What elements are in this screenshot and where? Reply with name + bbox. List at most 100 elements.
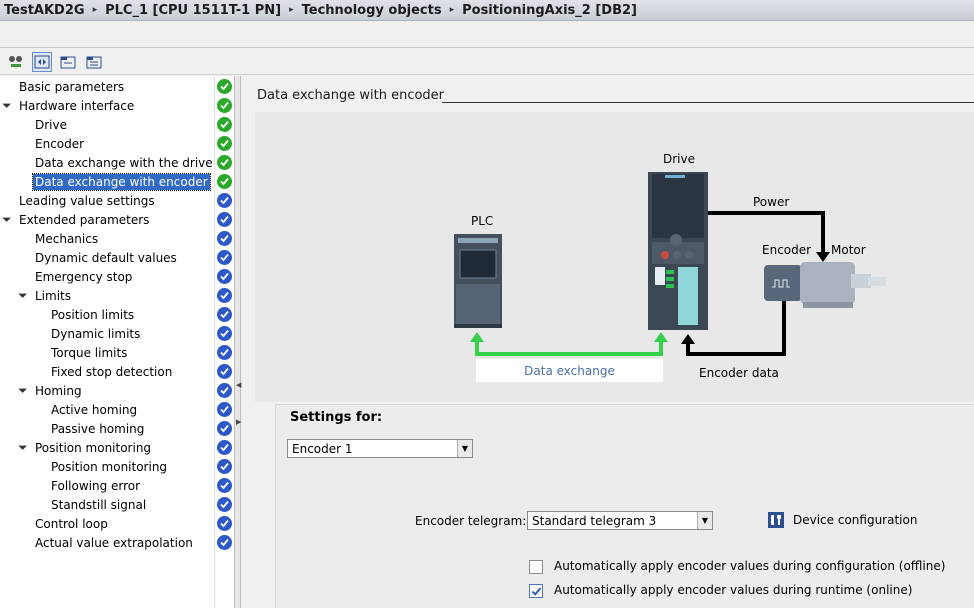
tree-item[interactable]: Basic parameters: [0, 77, 214, 96]
pane-splitter[interactable]: ◀ ▶: [234, 76, 241, 608]
breadcrumb-separator-icon: ▸: [449, 5, 455, 15]
drive-device-icon: [648, 172, 708, 330]
encoder-label: Encoder: [762, 243, 812, 257]
breadcrumb-item[interactable]: PLC_1 [CPU 1511T-1 PN]: [105, 2, 282, 18]
tree-item[interactable]: Leading value settings: [0, 191, 214, 210]
settings-title: Settings for:: [290, 410, 383, 425]
expand-triangle-icon[interactable]: ◢: [17, 287, 29, 299]
tree-item[interactable]: Standstill signal: [0, 495, 214, 514]
tree-item-label: Torque limits: [51, 345, 128, 360]
tree-item-label: Mechanics: [35, 231, 99, 246]
settings-panel: Settings for: Encoder 1 ▼ Encoder telegr…: [275, 404, 974, 608]
encoder-data-label: Encoder data: [699, 366, 779, 380]
breadcrumb-item[interactable]: TestAKD2G: [4, 2, 85, 18]
status-ok-icon: [217, 250, 232, 265]
expand-triangle-icon[interactable]: ◢: [17, 382, 29, 394]
tree-item[interactable]: Dynamic limits: [0, 324, 214, 343]
main-content: Data exchange with encoder: [242, 76, 974, 608]
tree-item-label: Data exchange with encoder: [32, 172, 211, 191]
tree-item[interactable]: ◢ Extended parameters: [0, 210, 214, 229]
tree-item-label: Dynamic limits: [51, 326, 141, 341]
encoder-diagram: PLC Drive Power Encoder Motor Data excha…: [255, 112, 974, 402]
tree-item-label: Hardware interface: [19, 98, 135, 113]
tree-item[interactable]: ◢ Homing: [0, 381, 214, 400]
expand-triangle-icon[interactable]: ◢: [1, 211, 13, 223]
toolbar-empty-area: [0, 21, 974, 48]
telegram-label: Encoder telegram:: [415, 514, 527, 528]
status-ok-icon: [217, 155, 232, 170]
breadcrumb-separator-icon: ▸: [289, 5, 294, 15]
tree-item[interactable]: Data exchange with encoder: [0, 172, 214, 191]
auto-apply-runtime-checkbox[interactable]: [529, 584, 543, 598]
status-ok-icon: [217, 288, 232, 303]
telegram-select-value: Standard telegram 3: [532, 513, 657, 528]
tree-item[interactable]: Position monitoring: [0, 457, 214, 476]
tree-item[interactable]: Mechanics: [0, 229, 214, 248]
tree-item-label: Drive: [35, 117, 67, 132]
chevron-down-icon[interactable]: ▼: [697, 512, 712, 529]
tree-item[interactable]: Control loop: [0, 514, 214, 533]
tree-item-label: Actual value extrapolation: [35, 535, 193, 550]
plc-label: PLC: [471, 214, 494, 228]
device-configuration-button[interactable]: Device configuration: [767, 511, 917, 529]
expand-triangle-icon[interactable]: ◢: [17, 439, 29, 451]
tree-item[interactable]: ◢Position monitoring: [0, 438, 214, 457]
status-ok-icon: [217, 383, 232, 398]
tree-item[interactable]: Emergency stop: [0, 267, 214, 286]
network-view-icon[interactable]: [6, 52, 26, 72]
status-ok-icon: [217, 516, 232, 531]
collapse-left-icon[interactable]: ◀: [236, 381, 242, 389]
auto-apply-offline-label: Automatically apply encoder values durin…: [554, 559, 946, 573]
navigation-view-icon[interactable]: [32, 51, 52, 72]
status-ok-icon: [217, 345, 232, 360]
tree-item[interactable]: ◢ Hardware interface: [0, 96, 214, 115]
tree-item-label: Emergency stop: [35, 269, 133, 284]
toolbar: [0, 49, 974, 75]
encoder-select-value: Encoder 1: [292, 441, 353, 456]
tree-item[interactable]: Data exchange with the drive: [0, 153, 214, 172]
tree-item[interactable]: Drive: [0, 115, 214, 134]
tree-item-label: Standstill signal: [51, 497, 147, 512]
auto-apply-offline-checkbox[interactable]: [529, 560, 543, 574]
status-column: [214, 76, 234, 608]
tree-item-label: Position limits: [51, 307, 135, 322]
section-divider: [442, 102, 974, 103]
telegram-select[interactable]: Standard telegram 3 ▼: [527, 511, 713, 530]
tree-item-label: Extended parameters: [19, 212, 150, 227]
chevron-down-icon[interactable]: ▼: [457, 440, 472, 457]
tree-item[interactable]: Fixed stop detection: [0, 362, 214, 381]
tree-item-label: Control loop: [35, 516, 108, 531]
tree-item-label: Active homing: [51, 402, 138, 417]
tree-item[interactable]: Actual value extrapolation: [0, 533, 214, 552]
folder-list-icon[interactable]: [84, 52, 104, 72]
status-ok-icon: [217, 212, 232, 227]
tree-item[interactable]: Passive homing: [0, 419, 214, 438]
tree-item[interactable]: Torque limits: [0, 343, 214, 362]
tree-item[interactable]: ◢ Limits: [0, 286, 214, 305]
encoder-select[interactable]: Encoder 1 ▼: [287, 439, 473, 458]
status-ok-icon: [217, 231, 232, 246]
tree-item-label: Position monitoring: [51, 459, 168, 474]
tree-item-label: Homing: [35, 383, 82, 398]
breadcrumb-item[interactable]: Technology objects: [301, 2, 442, 18]
status-ok-icon: [217, 440, 232, 455]
tree-item[interactable]: Dynamic default values: [0, 248, 214, 267]
checkmark-icon: [531, 586, 541, 596]
device-configuration-icon: [768, 512, 784, 528]
tree-item-label: Encoder: [35, 136, 85, 151]
section-title: Data exchange with encoder: [257, 88, 445, 103]
tree-item-label: Fixed stop detection: [51, 364, 173, 379]
tree-item[interactable]: Encoder: [0, 134, 214, 153]
tree-item[interactable]: Active homing: [0, 400, 214, 419]
expand-right-icon[interactable]: ▶: [236, 418, 242, 426]
tree-item-label: Passive homing: [51, 421, 145, 436]
tree-item[interactable]: Position limits: [0, 305, 214, 324]
expand-triangle-icon[interactable]: ◢: [1, 97, 13, 109]
breadcrumb-item[interactable]: PositioningAxis_2 [DB2]: [462, 2, 637, 18]
drive-label: Drive: [663, 152, 695, 166]
motor-label: Motor: [831, 243, 866, 257]
status-ok-icon: [217, 535, 232, 550]
tree-item-label: Limits: [35, 288, 71, 303]
tree-item[interactable]: Following error: [0, 476, 214, 495]
folder-expand-icon[interactable]: [58, 52, 78, 72]
